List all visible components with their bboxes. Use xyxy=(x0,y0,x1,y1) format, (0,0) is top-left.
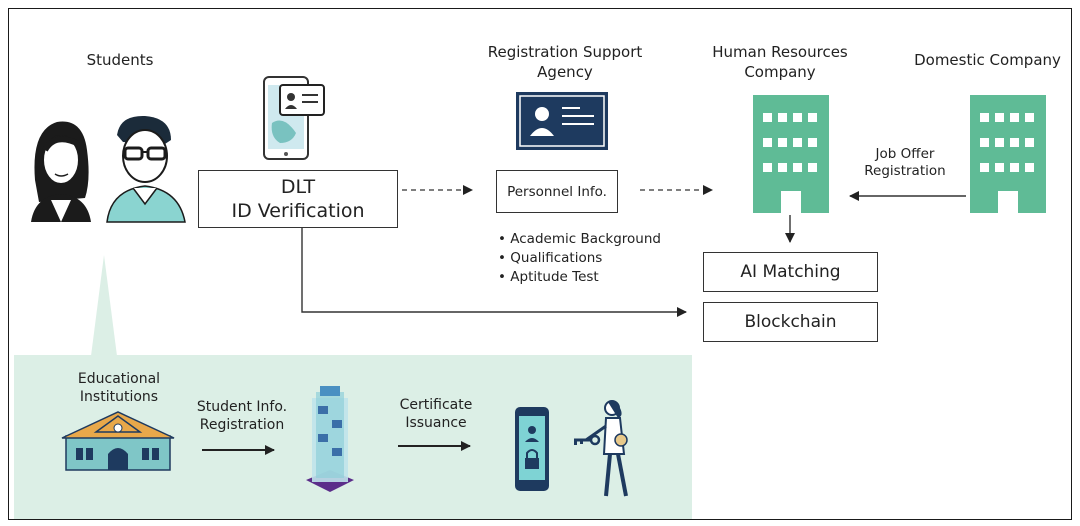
school-icon xyxy=(61,411,175,471)
domestic-building-icon xyxy=(970,95,1046,213)
student-info-label: Student Info. Registration xyxy=(196,399,288,433)
person-with-key-icon xyxy=(574,400,628,497)
students-icon xyxy=(31,115,186,223)
ai-matching-box: AI Matching xyxy=(703,252,878,292)
educational-institutions-label: Educational Institutions xyxy=(77,371,161,405)
hr-building-icon xyxy=(753,95,829,213)
hr-company-label: Human Resources Company xyxy=(712,43,848,81)
personnel-info-box: Personnel Info. xyxy=(496,170,618,213)
phone-lock-icon xyxy=(515,407,549,491)
domestic-company-label: Domestic Company xyxy=(914,51,1061,69)
job-offer-label: Job Offer Registration xyxy=(864,146,946,179)
list-item: Academic Background xyxy=(498,230,661,249)
list-item: Qualifications xyxy=(498,249,661,268)
dlt-id-verification-box: DLT ID Verification xyxy=(198,170,398,228)
id-card-icon xyxy=(516,92,608,150)
blockchain-box: Blockchain xyxy=(703,302,878,342)
students-label: Students xyxy=(86,51,154,69)
dlt-to-blockchain-arrow xyxy=(301,228,687,317)
personnel-info-list: Academic Background Qualifications Aptit… xyxy=(498,230,661,287)
certificate-label: Certificate Issuance xyxy=(399,397,473,431)
list-item: Aptitude Test xyxy=(498,268,661,287)
registration-agency-label: Registration Support Agency xyxy=(487,43,643,81)
data-server-icon xyxy=(306,386,354,492)
phone-id-icon xyxy=(263,76,325,160)
